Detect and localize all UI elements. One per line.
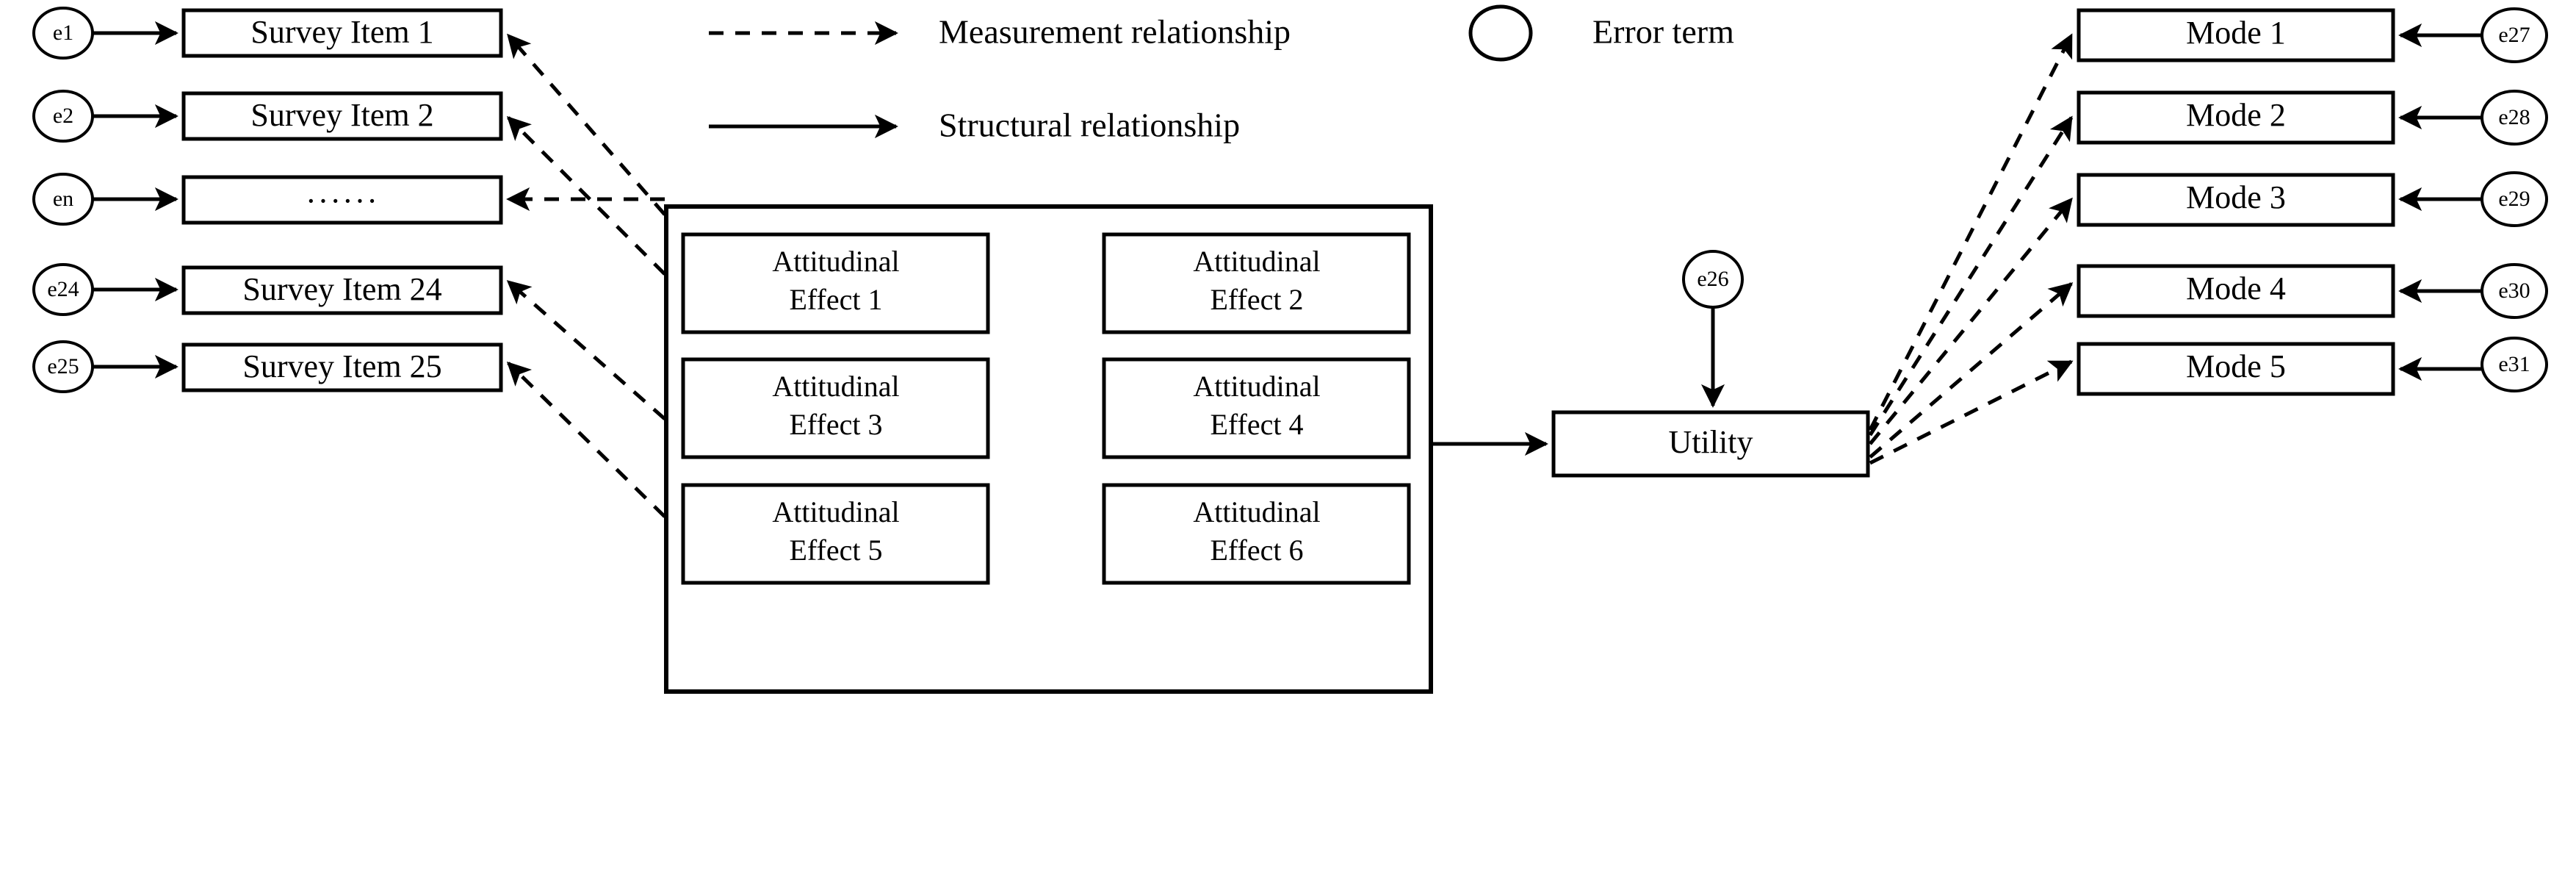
node-survey-item-1-label: Survey Item 1 xyxy=(250,14,433,50)
edge-utility-to-mode-4 xyxy=(1869,282,2074,459)
utility-node-group: e26 Utility xyxy=(1551,250,1870,478)
node-survey-item-2[interactable] xyxy=(181,91,503,141)
error-label-e2: e2 xyxy=(53,104,73,128)
node-utility[interactable] xyxy=(1551,410,1870,478)
error-label-e29: e29 xyxy=(2498,187,2530,211)
node-mode-2-label: Mode 2 xyxy=(2186,97,2286,133)
mode-row-1: Mode 1 e27 xyxy=(2077,7,2548,63)
error-label-e26: e26 xyxy=(1697,267,1728,291)
node-attitudinal-effect-6-line2: Effect 6 xyxy=(1211,534,1304,567)
legend-structural-row: Structural relationship xyxy=(709,107,1240,144)
node-mode-3[interactable] xyxy=(2077,173,2395,227)
edge-group-to-item-1 xyxy=(507,33,666,216)
node-attitudinal-effect-3-box[interactable] xyxy=(681,357,990,459)
node-attitudinal-effect-1-line2: Effect 1 xyxy=(790,283,883,316)
measurement-edges-left xyxy=(506,33,666,518)
node-attitudinal-effect-1[interactable]: Attitudinal Effect 1 xyxy=(681,232,990,334)
error-label-e28: e28 xyxy=(2498,105,2530,129)
survey-items-column: e1 Survey Item 1 e2 Survey Item 2 en ···… xyxy=(32,7,503,393)
node-attitudinal-effect-3[interactable]: Attitudinal Effect 3 xyxy=(681,357,990,459)
node-attitudinal-effect-3-line1: Attitudinal xyxy=(772,370,899,403)
node-attitudinal-effect-4[interactable]: Attitudinal Effect 4 xyxy=(1102,357,1411,459)
error-label-e27: e27 xyxy=(2498,23,2530,47)
node-survey-item-2-label: Survey Item 2 xyxy=(250,97,433,133)
modes-column: Mode 1 e27 Mode 2 e28 Mode 3 e29 Mode 4 xyxy=(2077,7,2548,396)
node-mode-2[interactable] xyxy=(2077,90,2395,145)
ellipse-icon xyxy=(1468,4,1533,62)
mode-row-2: Mode 2 e28 xyxy=(2077,90,2548,146)
error-label-e30: e30 xyxy=(2498,279,2530,303)
node-attitudinal-effect-6-line1: Attitudinal xyxy=(1193,495,1320,528)
node-attitudinal-effect-3-line2: Effect 3 xyxy=(790,408,883,441)
survey-item-row-2: e2 Survey Item 2 xyxy=(32,90,503,143)
node-mode-4-label: Mode 4 xyxy=(2186,270,2286,306)
edge-group-to-item-2 xyxy=(506,115,666,276)
node-attitudinal-effect-1-line1: Attitudinal xyxy=(772,245,899,278)
node-mode-1-label: Mode 1 xyxy=(2186,15,2286,51)
error-label-e31: e31 xyxy=(2498,352,2530,376)
legend-error-label: Error term xyxy=(1592,13,1734,51)
node-attitudinal-effect-5-box[interactable] xyxy=(681,483,990,585)
node-attitudinal-effect-2[interactable]: Attitudinal Effect 2 xyxy=(1102,232,1411,334)
node-mode-1[interactable] xyxy=(2077,8,2395,62)
node-attitudinal-effect-5-line1: Attitudinal xyxy=(772,495,899,528)
node-survey-item-n[interactable] xyxy=(181,175,503,225)
node-survey-item-25[interactable] xyxy=(181,342,503,392)
node-mode-4[interactable] xyxy=(2077,264,2395,318)
edge-group-to-item-25 xyxy=(506,361,666,518)
edge-utility-to-mode-5 xyxy=(1869,359,2074,465)
survey-item-row-24: e24 Survey Item 24 xyxy=(32,263,503,316)
node-attitudinal-effect-4-line2: Effect 4 xyxy=(1211,408,1304,441)
error-ellipse-e31[interactable] xyxy=(2481,337,2548,392)
error-label-e25: e25 xyxy=(47,354,79,378)
node-attitudinal-effect-1-box[interactable] xyxy=(681,232,990,334)
legend-measurement-label: Measurement relationship xyxy=(939,13,1291,51)
attitudinal-effects-group: Attitudinal Effect 1 Attitudinal Effect … xyxy=(664,204,1433,694)
node-attitudinal-effect-4-line1: Attitudinal xyxy=(1193,370,1320,403)
node-survey-item-n-label: ······ xyxy=(306,183,379,219)
node-attitudinal-effect-6[interactable]: Attitudinal Effect 6 xyxy=(1102,483,1411,585)
node-attitudinal-effect-6-box[interactable] xyxy=(1102,483,1411,585)
node-survey-item-24-label: Survey Item 24 xyxy=(242,271,441,307)
survey-item-row-1: e1 Survey Item 1 xyxy=(32,7,503,60)
node-survey-item-25-label: Survey Item 25 xyxy=(242,348,441,384)
node-attitudinal-effect-5-line2: Effect 5 xyxy=(790,534,883,567)
node-survey-item-1[interactable] xyxy=(181,8,503,58)
mode-row-5: Mode 5 e31 xyxy=(2077,337,2548,396)
edge-utility-to-mode-1 xyxy=(1868,33,2074,431)
node-mode-3-label: Mode 3 xyxy=(2186,179,2286,215)
node-utility-label: Utility xyxy=(1669,424,1753,460)
survey-item-row-n: en ······ xyxy=(32,173,503,226)
legend-measurement-row: Measurement relationship xyxy=(709,13,1291,51)
node-attitudinal-effect-2-line2: Effect 2 xyxy=(1211,283,1304,316)
node-attitudinal-effect-2-box[interactable] xyxy=(1102,232,1411,334)
node-mode-5-label: Mode 5 xyxy=(2186,348,2286,384)
node-survey-item-24[interactable] xyxy=(181,265,503,315)
measurement-edges-right xyxy=(1868,33,2074,465)
error-label-e1: e1 xyxy=(53,21,73,45)
node-attitudinal-effect-5[interactable]: Attitudinal Effect 5 xyxy=(681,483,990,585)
edge-utility-to-mode-2 xyxy=(1868,115,2074,437)
legend-structural-label: Structural relationship xyxy=(939,107,1240,144)
node-attitudinal-effect-2-line1: Attitudinal xyxy=(1193,245,1320,278)
mode-row-4: Mode 4 e30 xyxy=(2077,263,2548,319)
node-attitudinal-effect-4-box[interactable] xyxy=(1102,357,1411,459)
mode-row-3: Mode 3 e29 xyxy=(2077,171,2548,227)
survey-item-row-25: e25 Survey Item 25 xyxy=(32,340,503,393)
node-mode-5[interactable] xyxy=(2077,342,2395,396)
error-label-en: en xyxy=(53,187,73,211)
error-label-e24: e24 xyxy=(47,277,79,301)
edge-group-to-item-24 xyxy=(506,280,666,420)
attitudinal-group-container xyxy=(664,204,1433,694)
legend: Measurement relationship Structural rela… xyxy=(709,4,1734,144)
legend-error-row: Error term xyxy=(1468,4,1734,62)
